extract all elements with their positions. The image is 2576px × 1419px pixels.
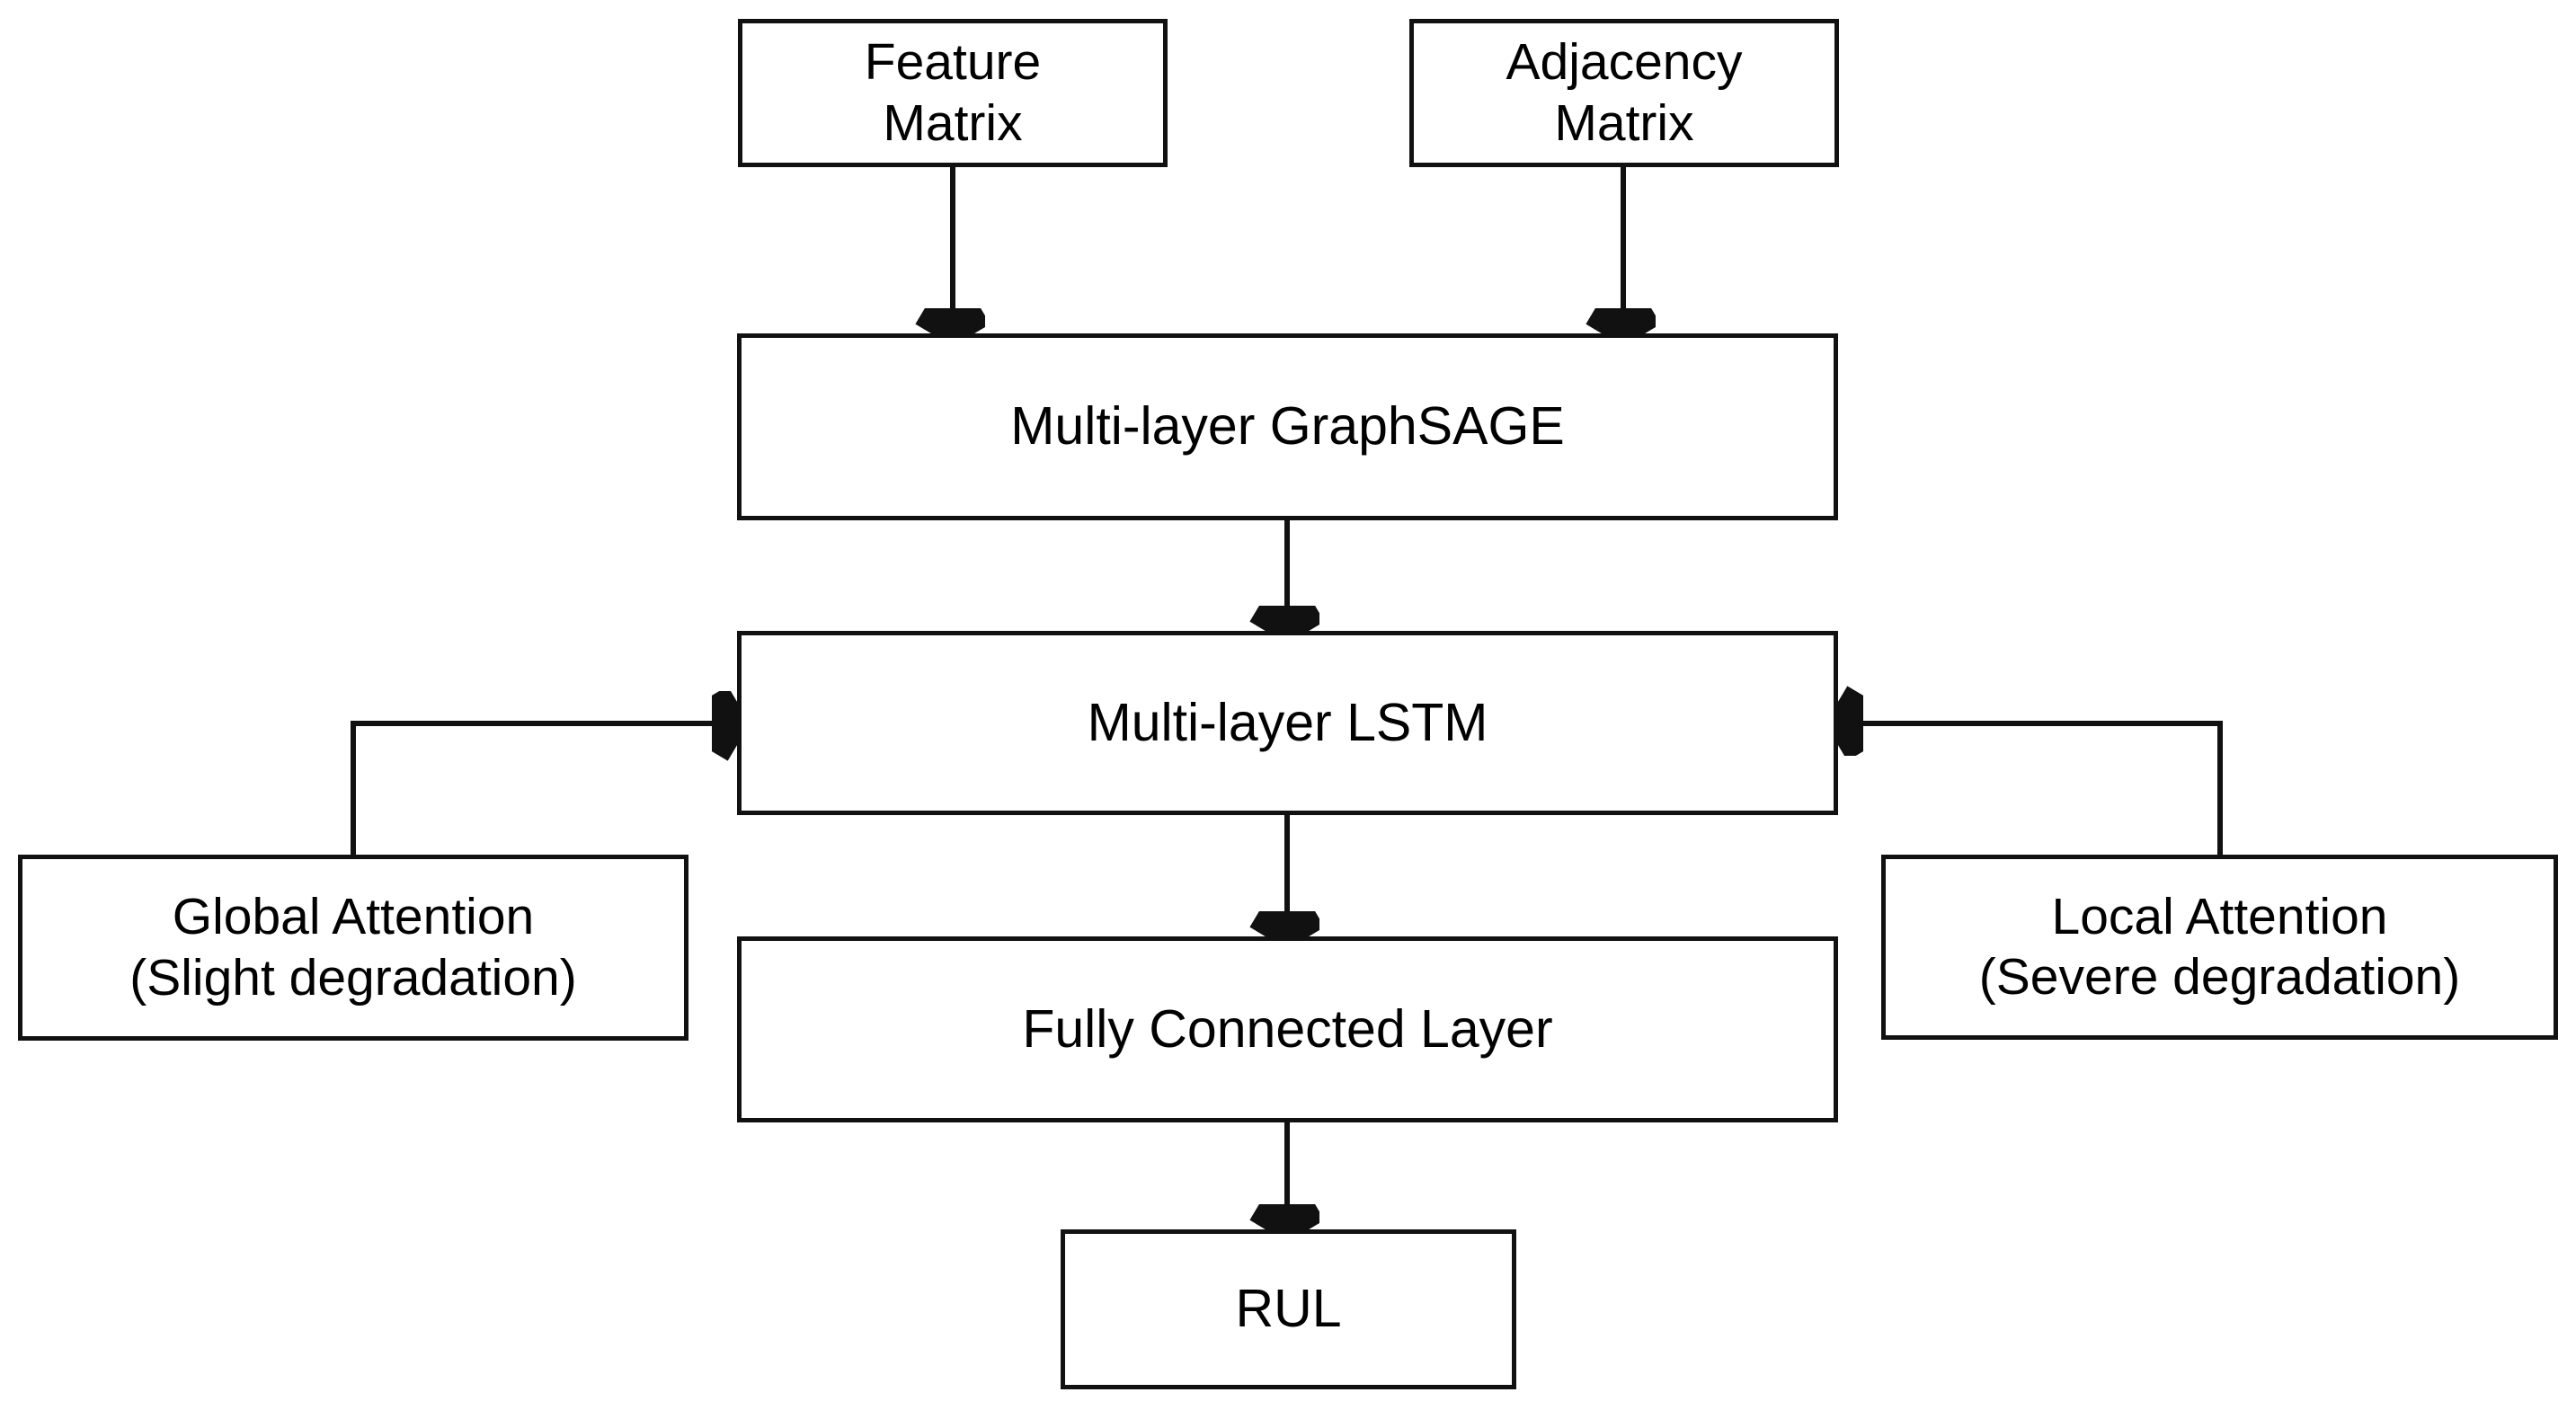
node-feature-matrix-line-2: Matrix — [883, 93, 1023, 152]
node-global-attention[interactable]: Global Attention (Slight degradation) — [18, 855, 688, 1041]
node-local-attention[interactable]: Local Attention (Severe degradation) — [1881, 855, 2558, 1040]
node-global-attention-line-1: Global Attention — [172, 888, 535, 946]
node-fully-connected-layer-label: Fully Connected Layer — [1022, 998, 1553, 1059]
node-adjacency-matrix-line-1: Adjacency — [1506, 33, 1743, 92]
edge-local-to-lstm — [1846, 723, 2223, 855]
node-global-attention-line-2: (Slight degradation) — [129, 948, 577, 1007]
edge-global-to-lstm — [351, 723, 729, 855]
node-rul[interactable]: RUL — [1061, 1229, 1516, 1389]
node-multi-layer-graphsage-label: Multi-layer GraphSAGE — [1010, 396, 1565, 457]
node-feature-matrix-line-1: Feature — [864, 33, 1042, 92]
node-local-attention-line-2: (Severe degradation) — [1978, 948, 2461, 1006]
node-adjacency-matrix-line-2: Matrix — [1554, 93, 1694, 152]
node-feature-matrix[interactable]: Feature Matrix — [738, 19, 1168, 167]
node-local-attention-line-1: Local Attention — [2051, 887, 2388, 945]
node-fully-connected-layer[interactable]: Fully Connected Layer — [737, 936, 1838, 1122]
node-multi-layer-lstm-label: Multi-layer LSTM — [1087, 692, 1488, 752]
node-multi-layer-graphsage[interactable]: Multi-layer GraphSAGE — [737, 333, 1838, 520]
node-multi-layer-lstm[interactable]: Multi-layer LSTM — [737, 631, 1838, 815]
node-rul-label: RUL — [1235, 1279, 1342, 1339]
node-adjacency-matrix[interactable]: Adjacency Matrix — [1409, 19, 1839, 167]
